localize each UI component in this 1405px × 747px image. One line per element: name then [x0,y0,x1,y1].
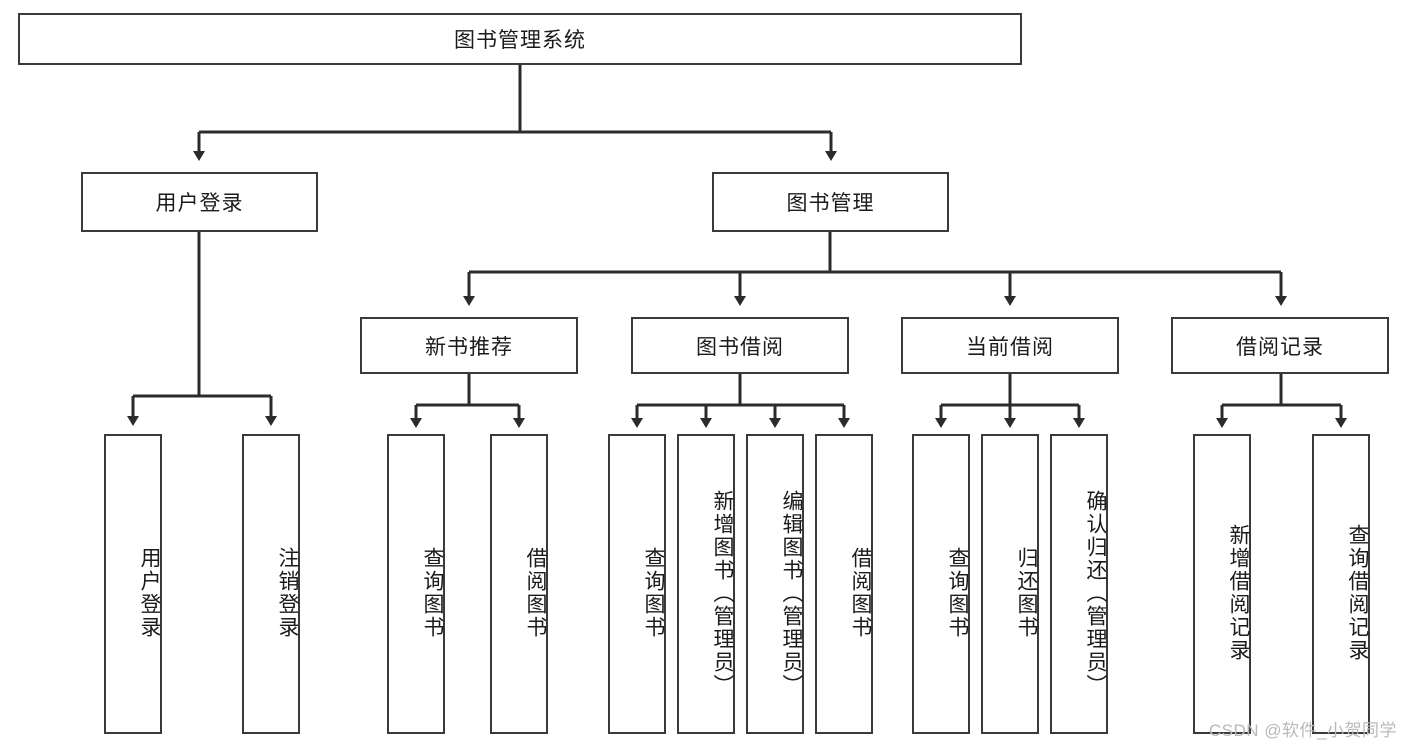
node-leaf-return-book-label: 归还图书 [1015,547,1038,639]
node-leaf-logout[interactable]: 注销登录 [242,434,300,734]
node-leaf-confirm-return[interactable]: 确认归还（管理员） [1050,434,1108,734]
node-leaf-borrow-book-1-label: 借阅图书 [524,547,547,639]
node-current-borrow-label: 当前借阅 [966,335,1054,359]
node-leaf-query-book-1-label: 查询图书 [421,547,444,639]
node-leaf-borrow-book-2[interactable]: 借阅图书 [815,434,873,734]
node-new-book-rec[interactable]: 新书推荐 [360,317,578,374]
node-book-borrow[interactable]: 图书借阅 [631,317,849,374]
watermark: CSDN @软件_小贺同学 [1208,721,1397,740]
node-leaf-borrow-book-1[interactable]: 借阅图书 [490,434,548,734]
node-leaf-query-book-2-label: 查询图书 [642,547,665,639]
node-borrow-record-label: 借阅记录 [1236,335,1324,359]
node-leaf-query-book-3-label: 查询图书 [946,547,969,639]
node-leaf-query-record-label: 查询借阅记录 [1346,524,1369,662]
node-leaf-query-book-1[interactable]: 查询图书 [387,434,445,734]
node-root-label: 图书管理系统 [454,29,586,52]
node-leaf-query-book-2[interactable]: 查询图书 [608,434,666,734]
node-leaf-query-book-3[interactable]: 查询图书 [912,434,970,734]
node-leaf-user-login[interactable]: 用户登录 [104,434,162,734]
node-book-manage-label: 图书管理 [786,192,875,215]
node-leaf-add-book-label: 新增图书（管理员） [711,489,734,697]
node-book-manage[interactable]: 图书管理 [712,172,949,232]
node-leaf-logout-label: 注销登录 [276,547,299,639]
node-leaf-add-record-label: 新增借阅记录 [1227,524,1250,662]
node-new-book-rec-label: 新书推荐 [425,335,513,359]
node-user-login[interactable]: 用户登录 [81,172,318,232]
node-root[interactable]: 图书管理系统 [18,13,1022,65]
node-user-login-label: 用户登录 [155,192,244,215]
node-leaf-borrow-book-2-label: 借阅图书 [849,547,872,639]
node-leaf-edit-book-label: 编辑图书（管理员） [780,489,803,697]
node-leaf-return-book[interactable]: 归还图书 [981,434,1039,734]
node-leaf-user-login-label: 用户登录 [138,547,161,639]
node-leaf-confirm-return-label: 确认归还（管理员） [1084,489,1107,697]
node-leaf-edit-book[interactable]: 编辑图书（管理员） [746,434,804,734]
node-current-borrow[interactable]: 当前借阅 [901,317,1119,374]
node-leaf-add-book[interactable]: 新增图书（管理员） [677,434,735,734]
node-borrow-record[interactable]: 借阅记录 [1171,317,1389,374]
node-book-borrow-label: 图书借阅 [696,335,784,359]
node-leaf-add-record[interactable]: 新增借阅记录 [1193,434,1251,734]
node-leaf-query-record[interactable]: 查询借阅记录 [1312,434,1370,734]
